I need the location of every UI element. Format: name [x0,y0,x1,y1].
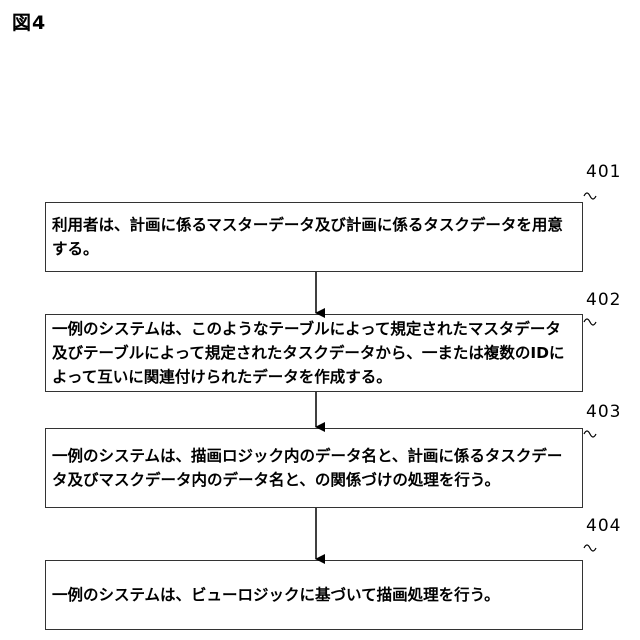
leader-squiggle-404 [584,545,596,551]
leader-squiggle-402 [584,319,596,325]
leader-squiggle-403 [584,431,596,437]
leader-squiggle-401 [584,193,596,199]
